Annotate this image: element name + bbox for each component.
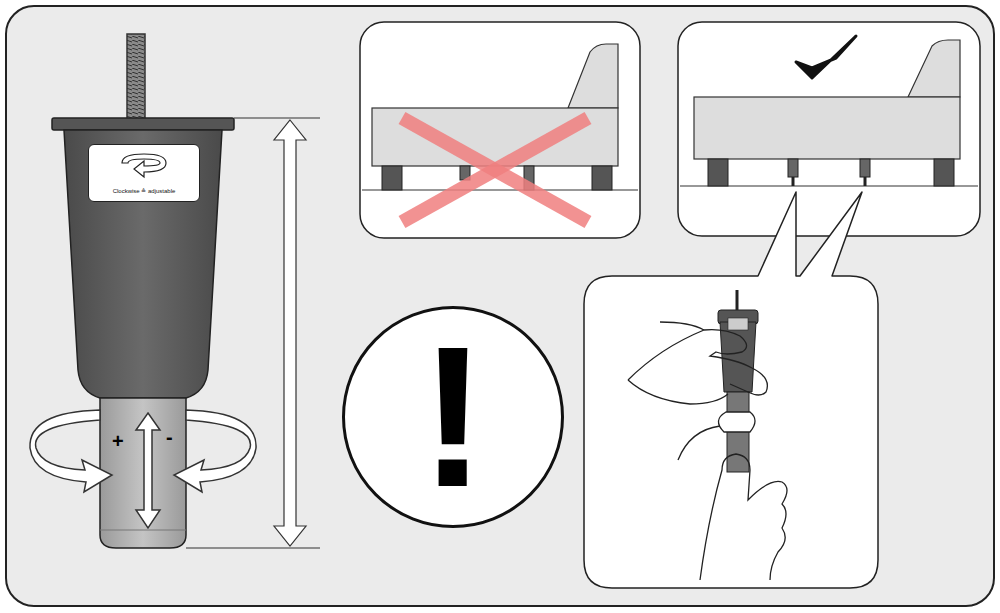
warning-mark: ! xyxy=(420,317,487,517)
warning-circle: ! xyxy=(342,306,564,528)
rotation-text: Clockwise ≙ adjustable xyxy=(89,188,199,195)
frame xyxy=(6,6,994,606)
wrong-panel xyxy=(360,22,640,238)
height-dimension xyxy=(186,118,320,548)
callout-bubble xyxy=(584,192,878,588)
plus-sign: + xyxy=(112,430,124,453)
rotate-icon xyxy=(114,149,174,179)
adjustable-leg xyxy=(30,34,256,548)
minus-sign: - xyxy=(166,426,173,449)
correct-panel xyxy=(678,22,980,236)
rotation-label: Clockwise ≙ adjustable xyxy=(88,144,200,202)
